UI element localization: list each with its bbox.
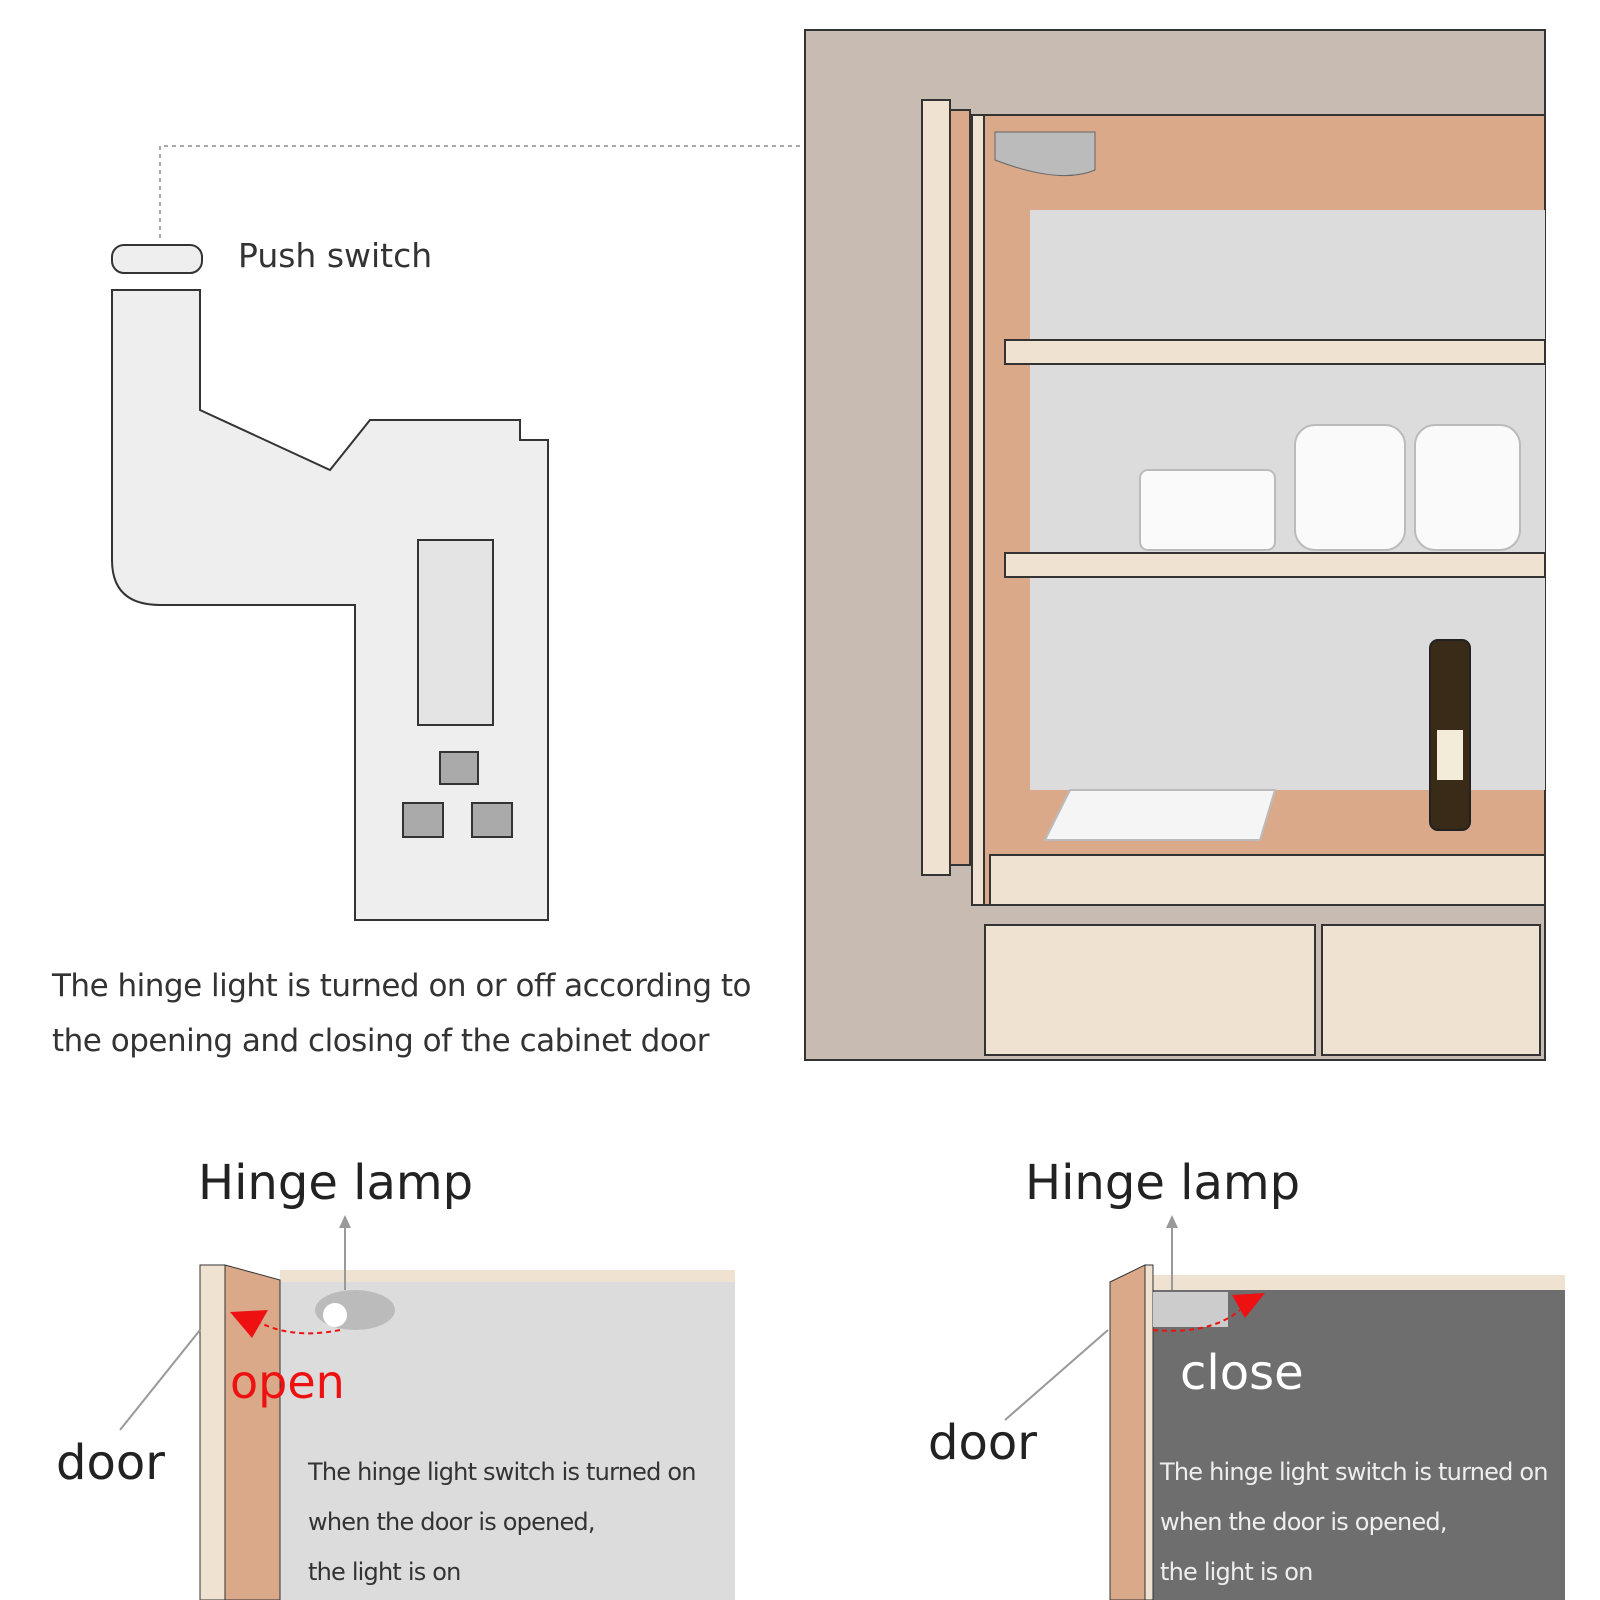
- door-label: door: [928, 1415, 1037, 1471]
- shelf-items: [1043, 424, 1521, 841]
- close-title: Hinge lamp: [1025, 1155, 1301, 1211]
- push-switch-label: Push switch: [238, 236, 433, 275]
- open-state-label: open: [230, 1355, 345, 1409]
- hinge-lamp-in-cabinet: [994, 131, 1096, 177]
- open-diagram: [119, 1215, 735, 1600]
- open-desc: The hinge light switch is turned on: [308, 1458, 696, 1486]
- door-label: door: [56, 1435, 165, 1491]
- leader-line: [159, 145, 970, 238]
- close-desc: the light is on: [1160, 1558, 1313, 1586]
- close-state-label: close: [1180, 1345, 1304, 1401]
- caption-line: The hinge light is turned on or off acco…: [52, 968, 751, 1004]
- close-desc: The hinge light switch is turned on: [1160, 1458, 1548, 1486]
- close-diagram: [1004, 1215, 1565, 1600]
- hinge-device: [111, 244, 549, 921]
- close-desc: when the door is opened,: [1160, 1508, 1447, 1536]
- open-title: Hinge lamp: [198, 1155, 474, 1211]
- open-desc: when the door is opened,: [308, 1508, 595, 1536]
- open-desc: the light is on: [308, 1558, 461, 1586]
- caption-line: the opening and closing of the cabinet d…: [52, 1023, 710, 1059]
